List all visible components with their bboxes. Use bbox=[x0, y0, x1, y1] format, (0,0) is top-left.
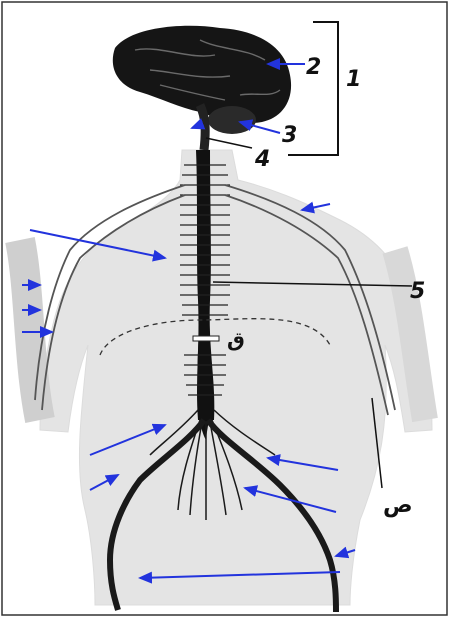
label-qaf: ق bbox=[227, 327, 245, 351]
label-3: 3 bbox=[282, 123, 297, 148]
left-arm bbox=[20, 240, 40, 420]
label-1: 1 bbox=[346, 67, 361, 92]
brain-stem bbox=[200, 105, 205, 150]
cerebellum bbox=[208, 106, 256, 134]
label-sad: ص bbox=[383, 493, 413, 518]
label-2: 2 bbox=[306, 55, 321, 80]
label-4: 4 bbox=[254, 147, 270, 172]
cut-mark bbox=[193, 336, 219, 341]
label-5: 5 bbox=[410, 279, 425, 304]
